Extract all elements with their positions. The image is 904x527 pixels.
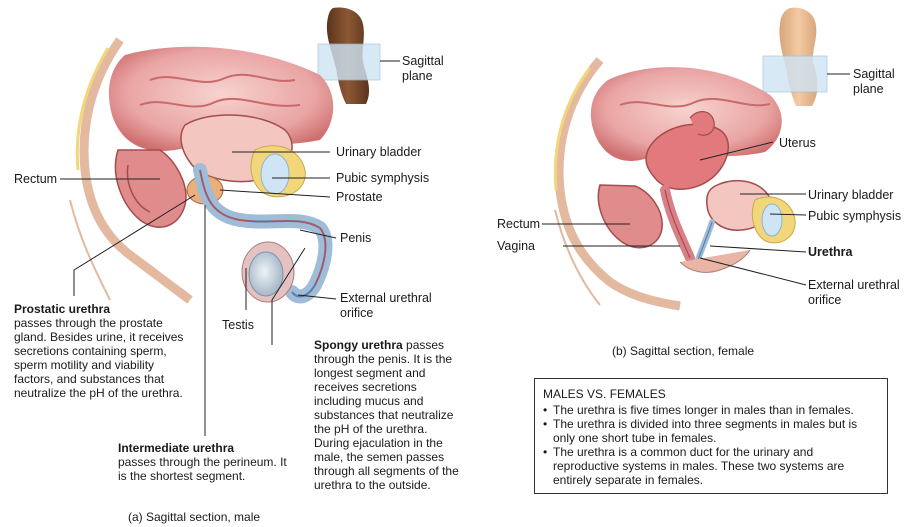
female-sagittal-plane-label: Sagittal plane xyxy=(853,67,895,97)
males-vs-females-box: MALES VS. FEMALES The urethra is five ti… xyxy=(534,378,888,494)
intermediate-urethra-text: passes through the perineum. It is the s… xyxy=(118,455,293,483)
prostatic-urethra-title: Prostatic urethra xyxy=(14,302,194,316)
female-thumbnail xyxy=(763,8,827,106)
female-uterus-label: Uterus xyxy=(779,136,816,151)
female-sagittal-section xyxy=(555,60,795,306)
comparison-point: The urethra is five times longer in male… xyxy=(543,403,879,417)
male-urinary-bladder-label: Urinary bladder xyxy=(336,145,421,160)
female-vagina-label: Vagina xyxy=(497,239,535,254)
comparison-point: The urethra is a common duct for the uri… xyxy=(543,445,879,487)
spongy-urethra-block: Spongy urethra passes through the penis.… xyxy=(314,338,466,492)
female-urinary-bladder-label: Urinary bladder xyxy=(808,188,893,203)
female-caption: (b) Sagittal section, female xyxy=(612,344,754,358)
male-prostate-label: Prostate xyxy=(336,190,383,205)
female-pubic-symphysis-label: Pubic symphysis xyxy=(808,209,901,224)
male-testis-label: Testis xyxy=(222,318,254,333)
female-urethra-label: Urethra xyxy=(808,245,852,260)
prostatic-urethra-block: Prostatic urethra passes through the pro… xyxy=(14,302,194,400)
male-sagittal-section xyxy=(70,40,333,302)
comparison-point: The urethra is divided into three segmen… xyxy=(543,417,879,445)
prostatic-urethra-text: passes through the prostate gland. Besid… xyxy=(14,316,194,400)
male-external-urethral-orifice-label: External urethral orifice xyxy=(340,291,432,321)
male-penis-label: Penis xyxy=(340,231,371,246)
male-sagittal-plane-label: Sagittal plane xyxy=(402,54,444,84)
intermediate-urethra-block: Intermediate urethra passes through the … xyxy=(118,441,293,483)
male-rectum-label: Rectum xyxy=(14,172,57,187)
comparison-title: MALES VS. FEMALES xyxy=(543,387,879,401)
male-pubic-symphysis-label: Pubic symphysis xyxy=(336,171,429,186)
spongy-urethra-text: passes through the penis. It is the long… xyxy=(314,338,459,492)
female-external-urethral-orifice-label: External urethral orifice xyxy=(808,278,900,308)
sagittal-plane-icon xyxy=(318,44,380,80)
intermediate-urethra-title: Intermediate urethra xyxy=(118,441,293,455)
spongy-urethra-title: Spongy urethra xyxy=(314,338,403,352)
comparison-list: The urethra is five times longer in male… xyxy=(543,403,879,487)
sagittal-plane-icon xyxy=(763,56,827,92)
female-rectum-label: Rectum xyxy=(497,217,540,232)
male-caption: (a) Sagittal section, male xyxy=(128,510,260,524)
